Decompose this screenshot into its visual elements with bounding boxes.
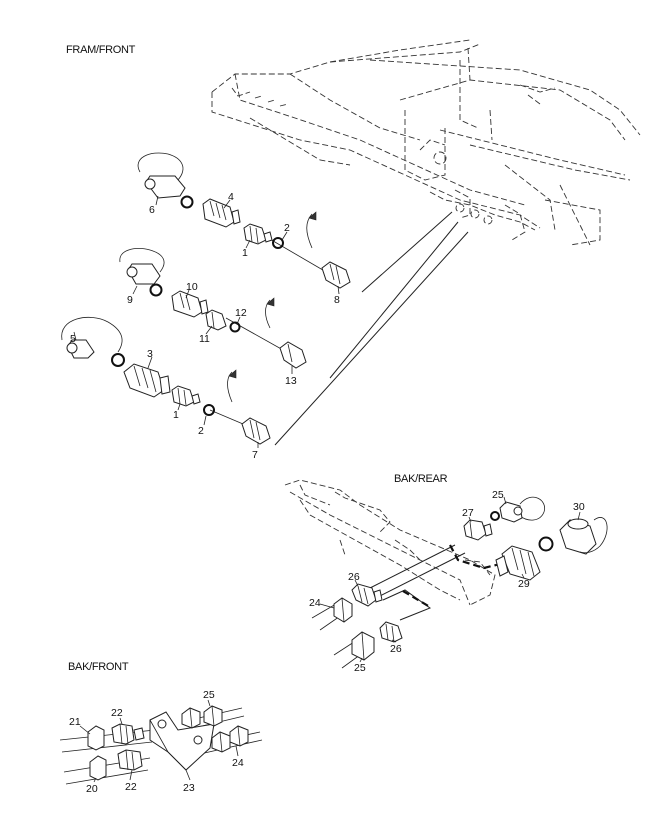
coupling-10 bbox=[171, 290, 209, 318]
callout-6: 6 bbox=[149, 204, 155, 216]
callout-22: 22 bbox=[111, 707, 123, 719]
coupling-3 bbox=[123, 363, 171, 398]
coupling-29 bbox=[495, 545, 541, 581]
o-ring-29 bbox=[538, 536, 554, 552]
callout-25-front: 25 bbox=[203, 689, 215, 701]
nut-24b-front bbox=[229, 725, 249, 747]
dust-cap-5 bbox=[61, 316, 123, 359]
callout-leaders bbox=[73, 195, 581, 783]
callout-24-front: 24 bbox=[232, 757, 244, 769]
coupling-4 bbox=[202, 198, 241, 228]
dust-cap-6 bbox=[137, 152, 186, 199]
nut-20 bbox=[89, 755, 107, 781]
callout-25b: 25 bbox=[354, 662, 366, 674]
fitting-22-upper bbox=[111, 723, 145, 745]
nut-25-rear bbox=[351, 631, 375, 661]
o-ring-25-rear bbox=[490, 511, 500, 521]
callout-1: 1 bbox=[242, 247, 248, 259]
callout-22b: 22 bbox=[125, 781, 137, 793]
callout-9: 9 bbox=[127, 294, 133, 306]
callout-21: 21 bbox=[69, 716, 81, 728]
callout-11: 11 bbox=[199, 333, 210, 345]
elbow-8 bbox=[306, 211, 351, 289]
dust-cap-25-rear bbox=[499, 496, 546, 523]
fitting-22-lower bbox=[117, 749, 143, 771]
callout-27: 27 bbox=[462, 507, 474, 519]
nut-24-rear bbox=[333, 597, 353, 623]
adapter-26-lower bbox=[379, 621, 403, 643]
callout-2: 2 bbox=[284, 222, 290, 234]
adapter-11 bbox=[205, 309, 227, 331]
callout-4: 4 bbox=[228, 191, 234, 203]
callout-25-rear: 25 bbox=[492, 489, 504, 501]
o-ring-12 bbox=[229, 321, 241, 333]
callout-29: 29 bbox=[518, 578, 530, 590]
callout-numbers: 6 4 1 2 8 10 9 11 12 13 5 3 1 2 7 25 27 … bbox=[69, 191, 585, 795]
front-hose-lines bbox=[209, 211, 469, 446]
callout-1b: 1 bbox=[173, 409, 179, 421]
adapter-1-row3 bbox=[171, 385, 201, 407]
section-label-bak-rear: BAK/REAR bbox=[394, 473, 448, 485]
callout-24-rear: 24 bbox=[309, 597, 321, 609]
nut-25b-front bbox=[203, 705, 223, 727]
callout-20: 20 bbox=[86, 783, 98, 795]
nut-21 bbox=[87, 725, 105, 751]
coupling-27 bbox=[463, 519, 493, 541]
o-ring-row2 bbox=[149, 283, 163, 297]
callout-5: 5 bbox=[70, 333, 76, 345]
front-frame-outline bbox=[211, 39, 641, 246]
callout-12: 12 bbox=[235, 307, 247, 319]
rear-frame-outline bbox=[284, 479, 496, 606]
callout-2b: 2 bbox=[198, 425, 204, 437]
callout-7: 7 bbox=[252, 449, 258, 461]
section-label-fram-front: FRAM/FRONT bbox=[66, 44, 136, 56]
callout-10: 10 bbox=[186, 281, 198, 293]
nut-24-front bbox=[211, 731, 231, 753]
callout-26: 26 bbox=[348, 571, 360, 583]
elbow-7 bbox=[227, 369, 271, 445]
callout-30: 30 bbox=[573, 501, 585, 513]
dust-cap-30 bbox=[559, 517, 608, 555]
callout-26b: 26 bbox=[390, 643, 402, 655]
callout-23: 23 bbox=[183, 782, 195, 794]
section-label-bak-front: BAK/FRONT bbox=[68, 661, 129, 673]
o-ring-2-row1 bbox=[272, 237, 284, 249]
o-ring-row1 bbox=[180, 195, 194, 209]
nut-25-front bbox=[181, 707, 201, 729]
adapter-26-upper bbox=[351, 583, 383, 607]
dust-cap-9 bbox=[119, 248, 165, 285]
callout-13: 13 bbox=[285, 375, 297, 387]
adapter-1-row1 bbox=[243, 223, 273, 245]
o-ring-2-row3 bbox=[203, 404, 215, 416]
callout-3: 3 bbox=[147, 348, 153, 360]
elbow-13 bbox=[265, 297, 307, 369]
o-ring-row3 bbox=[111, 353, 125, 367]
callout-8: 8 bbox=[334, 294, 340, 306]
bracket-23 bbox=[149, 711, 215, 771]
